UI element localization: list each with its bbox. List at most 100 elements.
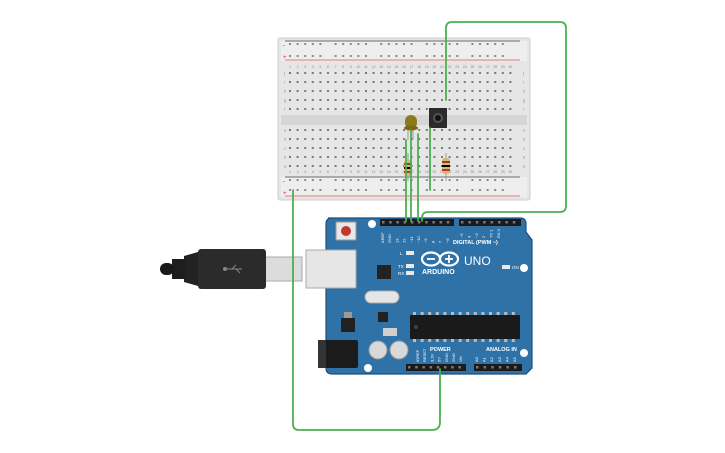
- breadboard-hole[interactable]: [372, 156, 375, 158]
- breadboard-hole[interactable]: [334, 189, 337, 191]
- breadboard-hole[interactable]: [365, 108, 367, 110]
- breadboard-hole[interactable]: [395, 43, 398, 45]
- breadboard-hole[interactable]: [349, 55, 352, 57]
- breadboard-hole[interactable]: [486, 43, 489, 45]
- breadboard-hole[interactable]: [327, 90, 329, 92]
- breadboard-hole[interactable]: [433, 72, 436, 74]
- breadboard-hole[interactable]: [456, 55, 459, 57]
- breadboard-hole[interactable]: [501, 156, 504, 158]
- breadboard-hole[interactable]: [494, 90, 497, 92]
- breadboard-hole[interactable]: [365, 81, 367, 83]
- breadboard-hole[interactable]: [448, 147, 451, 149]
- breadboard-hole[interactable]: [456, 108, 459, 110]
- breadboard-hole[interactable]: [349, 138, 352, 140]
- breadboard-hole[interactable]: [501, 43, 504, 45]
- breadboard-hole[interactable]: [441, 147, 443, 149]
- breadboard-hole[interactable]: [380, 72, 383, 74]
- breadboard-hole[interactable]: [319, 81, 322, 83]
- breadboard-hole[interactable]: [501, 138, 504, 140]
- breadboard-hole[interactable]: [319, 108, 322, 110]
- header-pin[interactable]: [451, 366, 454, 369]
- header-pin[interactable]: [490, 221, 494, 224]
- header-pin[interactable]: [498, 221, 501, 224]
- breadboard-hole[interactable]: [486, 179, 489, 181]
- breadboard-hole[interactable]: [319, 43, 322, 45]
- breadboard-hole[interactable]: [380, 81, 383, 83]
- breadboard-hole[interactable]: [395, 99, 398, 101]
- analog-header[interactable]: [474, 364, 522, 371]
- header-pin[interactable]: [425, 221, 428, 224]
- breadboard-hole[interactable]: [311, 90, 314, 92]
- breadboard-hole[interactable]: [334, 147, 337, 149]
- breadboard-hole[interactable]: [463, 129, 466, 131]
- breadboard-hole[interactable]: [311, 108, 314, 110]
- breadboard-hole[interactable]: [441, 81, 443, 83]
- breadboard-hole[interactable]: [418, 72, 421, 74]
- breadboard-hole[interactable]: [387, 55, 390, 57]
- breadboard-hole[interactable]: [486, 108, 489, 110]
- breadboard-hole[interactable]: [410, 81, 413, 83]
- breadboard-hole[interactable]: [334, 129, 337, 131]
- breadboard-hole[interactable]: [448, 81, 451, 83]
- breadboard-hole[interactable]: [357, 165, 360, 167]
- breadboard-hole[interactable]: [433, 179, 436, 181]
- breadboard-hole[interactable]: [289, 72, 291, 74]
- breadboard-hole[interactable]: [319, 72, 322, 74]
- breadboard-hole[interactable]: [509, 72, 512, 74]
- breadboard-hole[interactable]: [479, 55, 481, 57]
- breadboard-hole[interactable]: [456, 189, 459, 191]
- breadboard-hole[interactable]: [509, 165, 512, 167]
- breadboard-hole[interactable]: [349, 99, 352, 101]
- breadboard-hole[interactable]: [463, 156, 466, 158]
- breadboard-hole[interactable]: [349, 147, 352, 149]
- breadboard-hole[interactable]: [448, 179, 451, 181]
- breadboard-hole[interactable]: [395, 147, 398, 149]
- breadboard-hole[interactable]: [327, 129, 329, 131]
- breadboard-hole[interactable]: [486, 90, 489, 92]
- header-pin[interactable]: [432, 221, 435, 224]
- breadboard-hole[interactable]: [494, 147, 497, 149]
- breadboard-hole[interactable]: [441, 138, 443, 140]
- breadboard-hole[interactable]: [501, 189, 504, 191]
- breadboard-hole[interactable]: [357, 43, 360, 45]
- breadboard-hole[interactable]: [357, 90, 360, 92]
- breadboard-hole[interactable]: [334, 138, 337, 140]
- breadboard-hole[interactable]: [357, 189, 360, 191]
- breadboard-hole[interactable]: [486, 189, 489, 191]
- header-pin[interactable]: [491, 366, 494, 369]
- breadboard-hole[interactable]: [501, 99, 504, 101]
- breadboard-hole[interactable]: [342, 81, 345, 83]
- breadboard-hole[interactable]: [486, 81, 489, 83]
- breadboard-hole[interactable]: [425, 90, 428, 92]
- breadboard-hole[interactable]: [357, 108, 360, 110]
- header-pin[interactable]: [410, 221, 414, 224]
- breadboard-hole[interactable]: [395, 81, 398, 83]
- breadboard-hole[interactable]: [342, 179, 345, 181]
- breadboard-hole[interactable]: [289, 99, 291, 101]
- breadboard-hole[interactable]: [456, 129, 459, 131]
- breadboard-hole[interactable]: [372, 165, 375, 167]
- breadboard-hole[interactable]: [372, 129, 375, 131]
- breadboard-hole[interactable]: [494, 179, 497, 181]
- breadboard-hole[interactable]: [479, 72, 481, 74]
- breadboard-hole[interactable]: [471, 189, 474, 191]
- breadboard-hole[interactable]: [456, 72, 459, 74]
- breadboard-hole[interactable]: [349, 129, 352, 131]
- breadboard-hole[interactable]: [349, 90, 352, 92]
- breadboard-hole[interactable]: [403, 189, 405, 191]
- breadboard-hole[interactable]: [304, 99, 307, 101]
- breadboard-hole[interactable]: [380, 165, 383, 167]
- breadboard-hole[interactable]: [395, 179, 398, 181]
- breadboard-hole[interactable]: [433, 165, 436, 167]
- breadboard-hole[interactable]: [311, 165, 314, 167]
- breadboard-hole[interactable]: [441, 129, 443, 131]
- power-header[interactable]: [406, 364, 466, 371]
- breadboard-hole[interactable]: [357, 72, 360, 74]
- breadboard-hole[interactable]: [289, 179, 291, 181]
- breadboard-hole[interactable]: [479, 189, 481, 191]
- breadboard-hole[interactable]: [486, 147, 489, 149]
- header-pin[interactable]: [483, 366, 487, 369]
- breadboard-hole[interactable]: [342, 108, 345, 110]
- breadboard-hole[interactable]: [425, 72, 428, 74]
